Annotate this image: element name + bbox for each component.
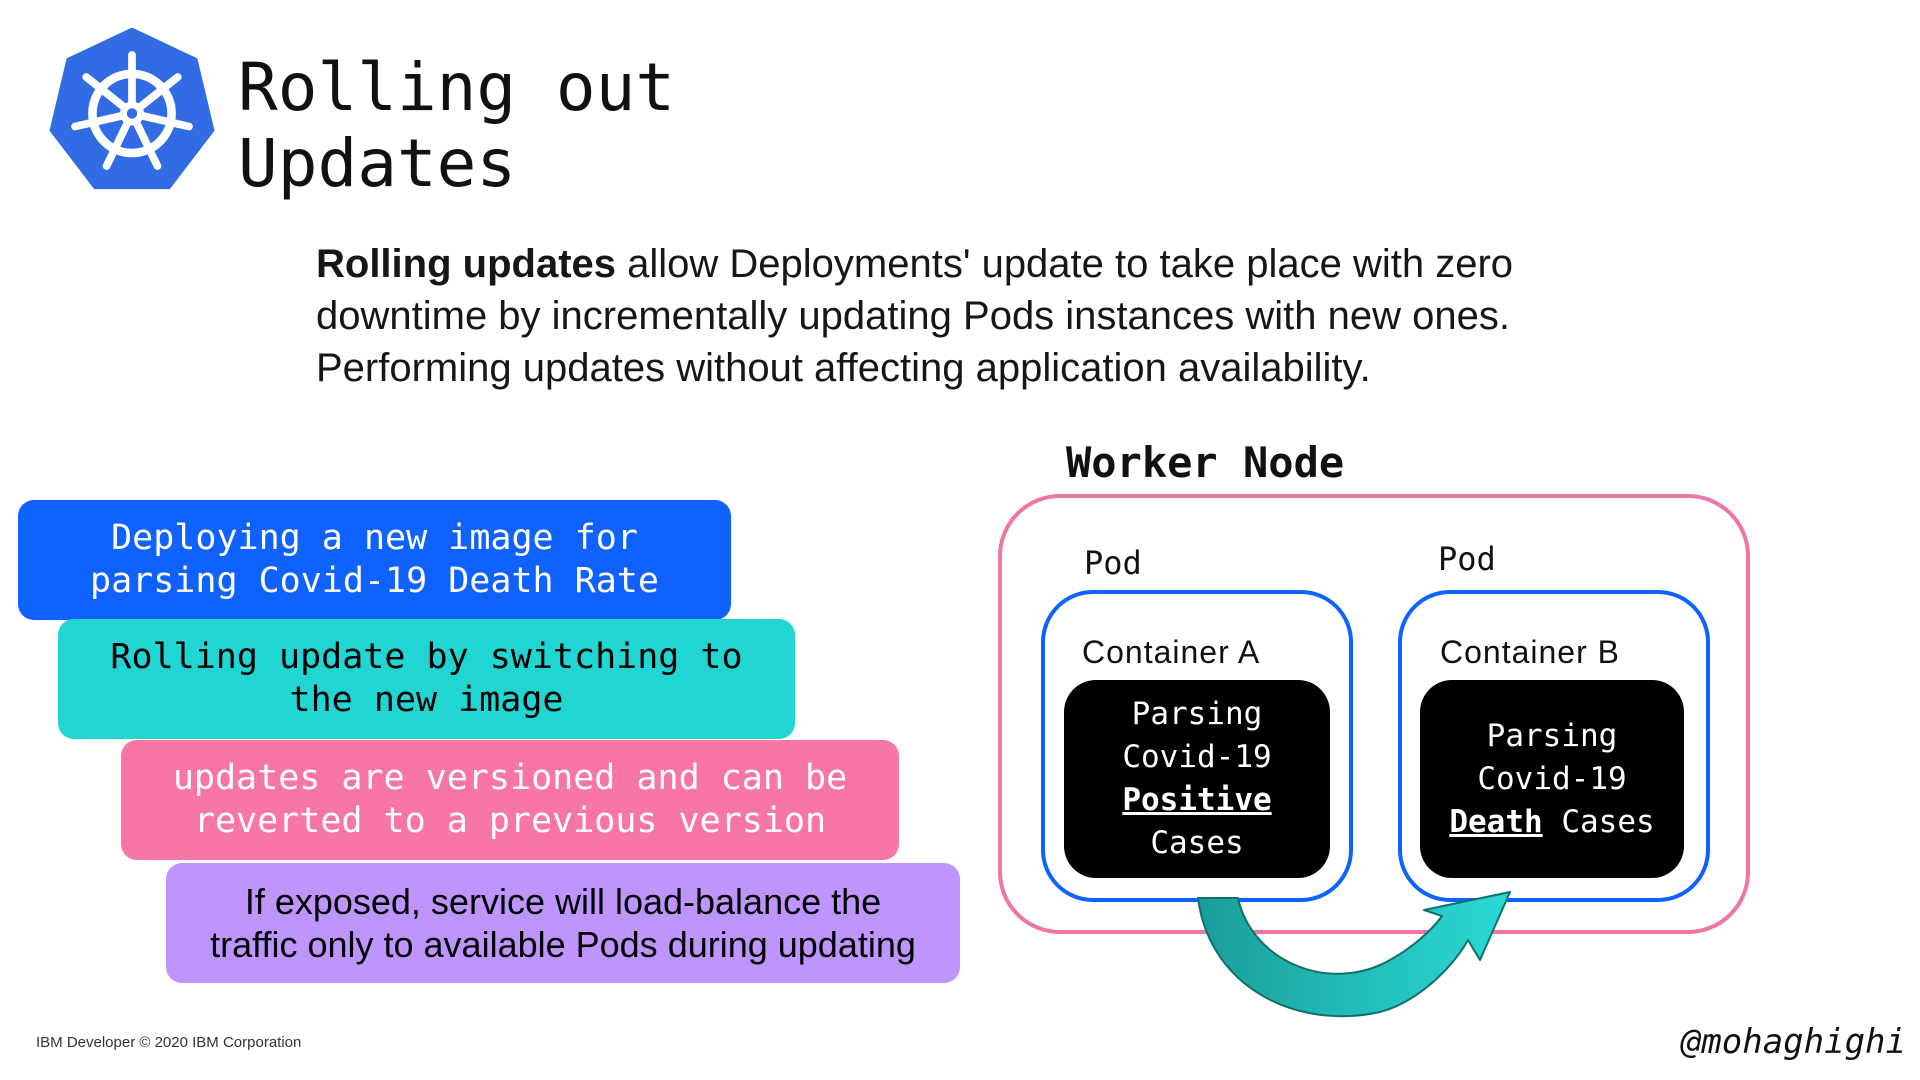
intro-line-1-rest: allow Deployments' update to take place … [616,242,1514,286]
page-title-line-1: Rolling out [238,49,676,126]
kubernetes-logo-icon [49,27,215,190]
pod-a-label: Pod [1084,544,1142,582]
footer-copyright: IBM Developer © 2020 IBM Corporation [36,1034,302,1051]
container-a-text-3: Cases [1150,825,1244,861]
container-b-text-1: Parsing [1486,717,1618,754]
container-a-label: Container A [1082,634,1261,670]
container-a-text-2: Covid-19 [1122,739,1272,775]
step-1-line-1: Deploying a new image for [111,518,638,558]
container-a-box: Parsing Covid-19 Positive Cases [1064,680,1330,878]
worker-node-box [998,494,1750,934]
step-3-line-1: updates are versioned and can be [172,758,848,798]
step-2-line-1: Rolling update by switching to [110,637,743,677]
worker-node-title: Worker Node [1066,438,1345,487]
intro-line-1: Rolling updates allow Deployments' updat… [316,238,1736,290]
pod-b-box [1398,590,1710,902]
container-b-label: Container B [1440,634,1620,670]
step-load-balance: If exposed, service will load-balance th… [166,863,960,983]
author-handle: @mohaghighi [1680,1022,1906,1062]
step-4-line-2: traffic only to available Pods during up… [210,924,916,965]
step-2-line-2: the new image [289,680,564,720]
intro-line-2: downtime by incrementally updating Pods … [316,294,1510,338]
container-b-text-3: Cases [1561,803,1655,840]
container-b-emphasis: Death [1449,803,1543,840]
curved-arrow-icon [1197,891,1511,1018]
page-title-line-2: Updates [238,125,517,202]
step-3-line-2: reverted to a previous version [193,801,827,841]
intro-lead: Rolling updates [316,242,616,286]
pod-b-label: Pod [1438,540,1496,578]
pod-a-box [1041,590,1353,902]
intro-line-3: Performing updates without affecting app… [316,346,1371,390]
container-a-text-1: Parsing [1131,696,1263,732]
intro-paragraph: Rolling updates allow Deployments' updat… [316,238,1736,394]
container-b-box: Parsing Covid-19 Death Cases [1420,680,1684,878]
step-4-line-1: If exposed, service will load-balance th… [244,881,882,922]
step-1-line-2: parsing Covid-19 Death Rate [90,561,659,601]
container-a-emphasis: Positive [1122,782,1272,818]
container-b-text-2: Covid-19 [1477,760,1627,797]
